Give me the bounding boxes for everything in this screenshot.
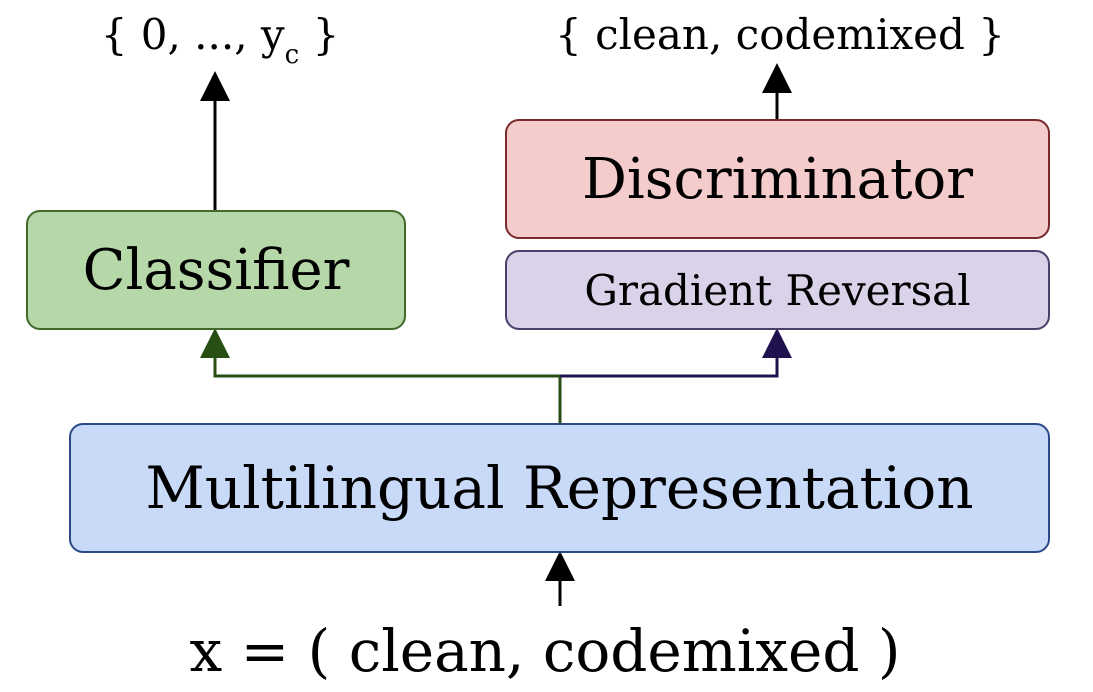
input-label: x = ( clean, codemixed ): [189, 617, 901, 685]
classifier-output-main: { 0, ..., y: [100, 10, 285, 59]
discriminator-output-label: { clean, codemixed }: [555, 10, 1005, 59]
multilingual-representation-box: Multilingual Representation: [69, 423, 1050, 553]
discriminator-box: Discriminator: [505, 119, 1050, 239]
classifier-branch-arrow: [200, 328, 560, 378]
classifier-box: Classifier: [26, 210, 406, 330]
classifier-output-close: }: [299, 10, 340, 59]
gradient-reversal-box: Gradient Reversal: [505, 250, 1050, 330]
classifier-output-subscript: c: [284, 40, 300, 70]
gradient-reversal-branch-arrow: [560, 328, 792, 378]
classifier-output-label: { 0, ..., yc }: [100, 0, 340, 70]
